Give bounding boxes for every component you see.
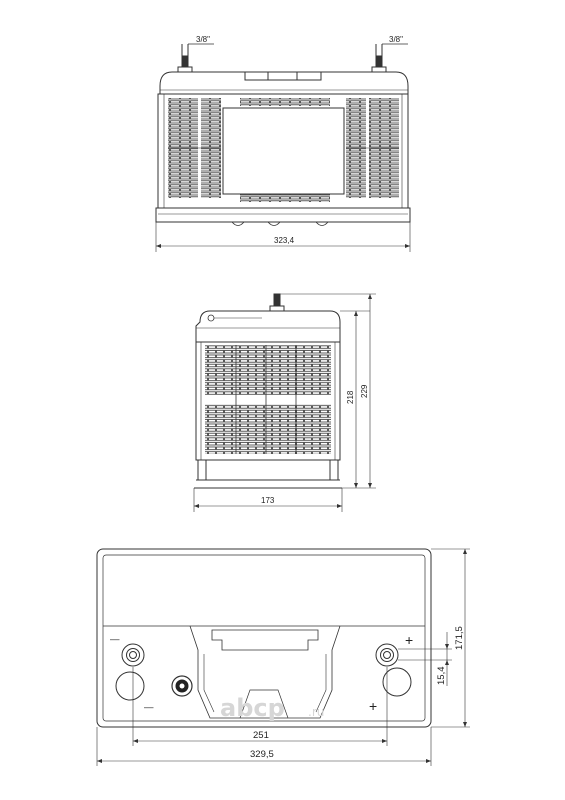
front-terminal-size-left: 3/8"	[196, 35, 210, 44]
top-handle-right	[382, 667, 412, 697]
side-height-total-label: 229	[360, 384, 369, 398]
top-minus-sign: —	[110, 634, 120, 645]
front-lid	[159, 71, 409, 95]
top-terminal-negative	[121, 643, 145, 667]
top-terminal-positive	[375, 643, 399, 667]
top-view: — — + + 15,4 171,5 251 329	[96, 548, 470, 766]
front-terminal-left	[177, 43, 214, 73]
side-height-case-label: 218	[346, 390, 355, 404]
svg-text:abcp: abcp	[220, 694, 285, 722]
side-width-label: 173	[261, 496, 275, 505]
top-plus-sign-2: +	[369, 698, 377, 714]
front-length-label: 323,4	[274, 236, 295, 245]
top-case-outline	[96, 548, 432, 728]
front-view: 3/8" 3/8" 323,4	[155, 35, 411, 252]
front-terminal-size-right: 3/8"	[389, 35, 403, 44]
top-center-recess	[189, 625, 341, 719]
front-label-window	[222, 107, 345, 195]
top-depth-label: 171,5	[454, 626, 465, 650]
side-lid	[195, 310, 341, 343]
top-terminal-offset-label: 15,4	[436, 667, 447, 686]
top-vent-plug	[171, 675, 193, 697]
watermark-logo: abcp .ru	[220, 694, 324, 722]
side-case	[195, 341, 341, 461]
top-length-label: 329,5	[250, 749, 274, 760]
top-handle-left	[115, 671, 145, 701]
top-terminal-spacing-label: 251	[253, 730, 269, 741]
top-minus-sign-2: —	[144, 702, 154, 713]
front-terminal-right	[371, 43, 408, 73]
side-view: 173 218 229	[193, 293, 376, 512]
svg-text:.ru: .ru	[308, 705, 324, 719]
top-plus-sign: +	[405, 632, 413, 648]
